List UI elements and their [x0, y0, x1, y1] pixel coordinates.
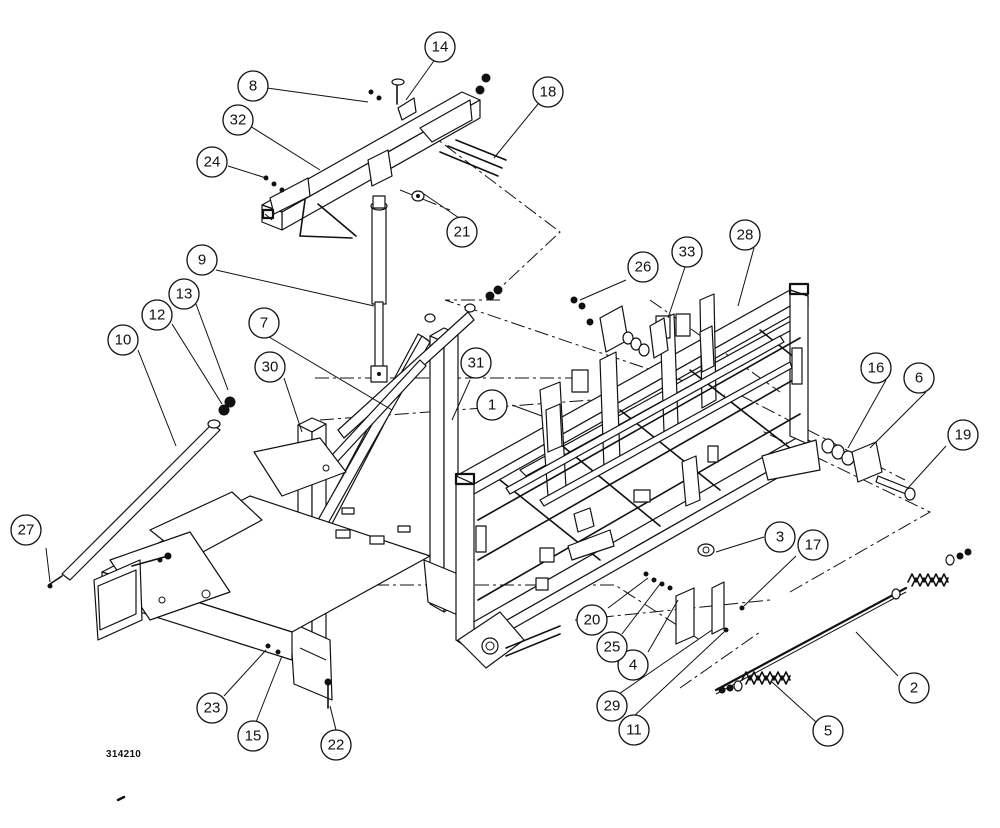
svg-text:16: 16	[868, 360, 885, 377]
callout-2: 2	[898, 672, 930, 704]
rear-frame	[454, 282, 821, 669]
svg-text:3: 3	[776, 529, 784, 546]
leader-lines	[45, 57, 947, 731]
svg-text:33: 33	[679, 244, 696, 261]
callout-20: 20	[576, 604, 608, 636]
svg-text:5: 5	[824, 723, 832, 740]
callout-32: 32	[222, 104, 254, 136]
callout-15: 15	[237, 720, 269, 752]
upper-rear-hardware	[570, 296, 669, 359]
hitch-base-frame	[93, 437, 431, 661]
svg-text:6: 6	[915, 370, 923, 387]
svg-text:18: 18	[540, 84, 557, 101]
callout-1: 1	[476, 389, 508, 421]
svg-text:17: 17	[805, 537, 822, 554]
upright-right	[423, 327, 461, 617]
upper-cross-beam	[261, 78, 481, 231]
callout-19: 19	[947, 419, 979, 451]
svg-text:8: 8	[249, 78, 257, 95]
svg-text:24: 24	[204, 154, 221, 171]
svg-text:15: 15	[245, 728, 262, 745]
callout-22: 22	[320, 729, 352, 761]
svg-text:31: 31	[468, 355, 485, 372]
callout-12: 12	[141, 299, 173, 331]
svg-text:27: 27	[18, 522, 35, 539]
svg-text:13: 13	[176, 286, 193, 303]
callout-23: 23	[196, 692, 228, 724]
callout-24: 24	[196, 146, 228, 178]
svg-text:25: 25	[604, 639, 621, 656]
bottom-fasteners	[47, 583, 332, 709]
callout-21: 21	[446, 216, 478, 248]
stray-mark	[116, 795, 126, 802]
svg-text:11: 11	[626, 722, 642, 739]
callout-8: 8	[237, 70, 269, 102]
callout-7: 7	[248, 307, 280, 339]
callout-4: 4	[617, 649, 649, 681]
callout-10: 10	[107, 324, 139, 356]
svg-text:20: 20	[584, 612, 601, 629]
svg-text:19: 19	[955, 427, 972, 444]
callout-16: 16	[860, 352, 892, 384]
svg-text:10: 10	[115, 332, 132, 349]
svg-text:21: 21	[454, 224, 471, 241]
callout-13: 13	[168, 278, 200, 310]
callout-6: 6	[903, 362, 935, 394]
drawing-number: 314210	[106, 749, 142, 760]
svg-text:30: 30	[262, 359, 279, 376]
front-coil-spring	[741, 671, 791, 685]
callout-9: 9	[186, 244, 218, 276]
svg-text:23: 23	[204, 700, 221, 717]
svg-text:14: 14	[432, 39, 449, 56]
svg-text:28: 28	[737, 227, 754, 244]
spring-rod-assembly	[643, 543, 972, 695]
svg-text:22: 22	[328, 737, 345, 754]
svg-text:4: 4	[629, 657, 637, 674]
callout-14: 14	[424, 31, 456, 63]
svg-text:9: 9	[198, 252, 206, 269]
callout-28: 28	[729, 219, 761, 251]
callout-3: 3	[764, 521, 796, 553]
svg-text:2: 2	[910, 680, 918, 697]
callout-balloons: 1 2 3 4 5 6 7 8 9 10 11 12 13 14 15 16 1…	[10, 31, 979, 761]
rear-coil-spring	[907, 573, 949, 587]
callout-29: 29	[596, 690, 628, 722]
callout-11: 11	[618, 714, 650, 746]
svg-text:32: 32	[230, 112, 247, 129]
callout-27: 27	[10, 514, 42, 546]
callout-30: 30	[254, 351, 286, 383]
stay-rod	[49, 396, 236, 585]
rear-right-hardware	[821, 438, 916, 501]
svg-text:26: 26	[635, 259, 652, 276]
callout-18: 18	[532, 76, 564, 108]
cross-beam-hardware	[263, 73, 507, 239]
svg-text:1: 1	[488, 397, 496, 414]
callout-25: 25	[596, 631, 628, 663]
callout-26: 26	[627, 251, 659, 283]
callout-17: 17	[797, 529, 829, 561]
svg-text:12: 12	[149, 307, 166, 324]
lift-cylinder	[370, 195, 388, 383]
callout-33: 33	[671, 236, 703, 268]
callout-5: 5	[812, 715, 844, 747]
callout-31: 31	[460, 347, 492, 379]
svg-text:29: 29	[604, 698, 621, 715]
svg-text:7: 7	[260, 315, 268, 332]
